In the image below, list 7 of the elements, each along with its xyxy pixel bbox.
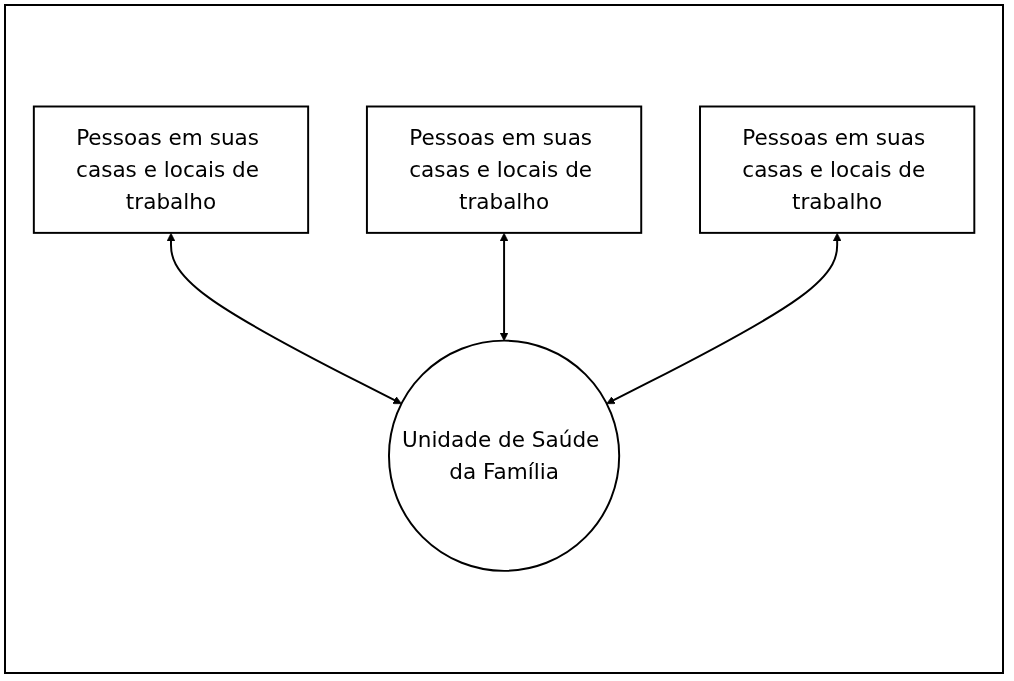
node-box: Pessoas em suas casas e locais de trabalho [698, 105, 976, 235]
node-circle: Unidade de Saúde da Família [387, 339, 621, 573]
arrow [166, 233, 402, 405]
arrow [499, 233, 509, 342]
node-box: Pessoas em suas casas e locais de trabalho [32, 105, 310, 235]
node-box: Pessoas em suas casas e locais de trabalho [365, 105, 643, 235]
arrow [606, 233, 842, 405]
